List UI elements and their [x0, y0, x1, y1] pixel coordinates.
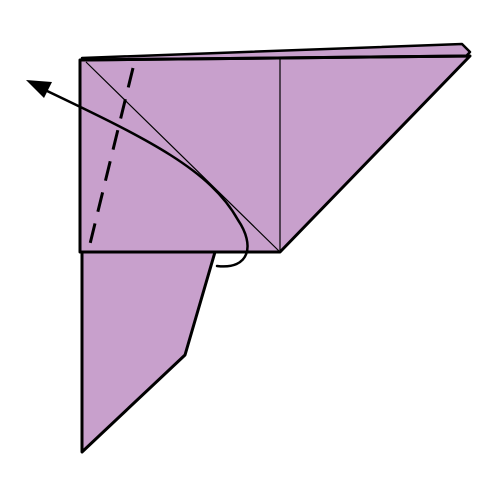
diagonal-crease: [85, 61, 281, 253]
arrowhead-icon: [26, 80, 52, 98]
upper-flap: [78, 54, 472, 254]
lower-tail: [80, 250, 217, 454]
fold-direction-arrow: [43, 88, 249, 268]
top-edge: [79, 54, 471, 62]
